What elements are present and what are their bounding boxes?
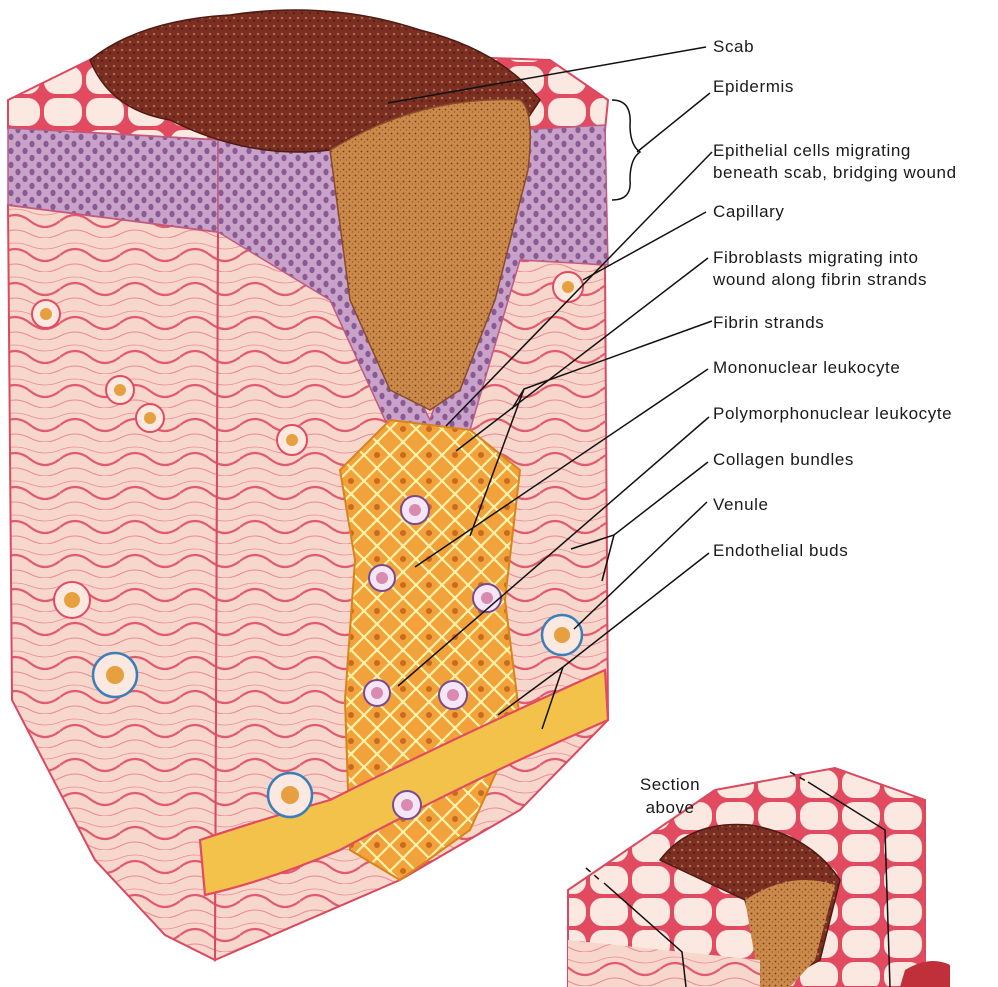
inset-label: Section above bbox=[630, 773, 710, 819]
label-mononuclear-leukocyte: Mononuclear leukocyte bbox=[713, 357, 900, 379]
label-fibrin-strands: Fibrin strands bbox=[713, 312, 824, 334]
label-fibroblasts-line1: Fibroblasts migrating into bbox=[713, 247, 927, 269]
label-fibroblasts-line2: wound along fibrin strands bbox=[713, 269, 927, 291]
label-endothelial-buds: Endothelial buds bbox=[713, 540, 848, 562]
label-fibroblasts: Fibroblasts migrating into wound along f… bbox=[713, 247, 927, 291]
label-collagen-bundles: Collagen bundles bbox=[713, 449, 854, 471]
label-capillary: Capillary bbox=[713, 201, 785, 223]
epidermis-bracket bbox=[612, 100, 640, 200]
label-scab: Scab bbox=[713, 36, 754, 58]
inset-block bbox=[568, 768, 950, 987]
tissue-block bbox=[8, 10, 608, 960]
label-epithelial-line2: beneath scab, bridging wound bbox=[713, 162, 957, 184]
label-venule: Venule bbox=[713, 494, 769, 516]
label-epithelial-line1: Epithelial cells migrating bbox=[713, 140, 957, 162]
inset-label-line2: above bbox=[630, 796, 710, 819]
label-polymorphonuclear-leukocyte: Polymorphonuclear leukocyte bbox=[713, 403, 952, 425]
label-epithelial-cells: Epithelial cells migrating beneath scab,… bbox=[713, 140, 957, 184]
leader-epidermis bbox=[637, 93, 710, 152]
inset-label-line1: Section bbox=[630, 773, 710, 796]
label-epidermis: Epidermis bbox=[713, 76, 794, 98]
